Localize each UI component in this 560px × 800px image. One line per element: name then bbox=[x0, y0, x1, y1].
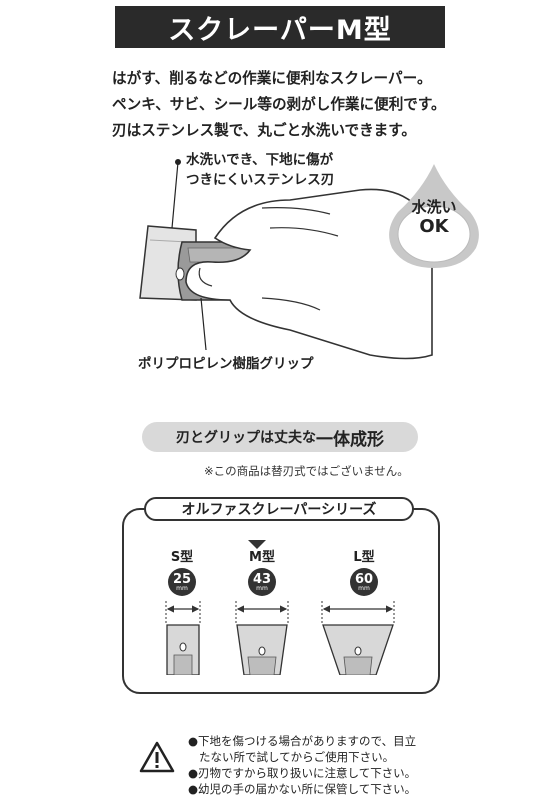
warning-item: たない所で試してからご使用下さい。 bbox=[199, 750, 395, 764]
size-badge: 43 mm bbox=[248, 568, 276, 596]
callout-text: 水洗いでき、下地に傷が bbox=[186, 152, 334, 168]
page-title: スクレーパーM型 bbox=[115, 6, 445, 48]
hand-shape bbox=[185, 188, 433, 360]
scraper-in-hand-illustration bbox=[139, 159, 433, 360]
model-blade-comparison bbox=[165, 601, 395, 675]
warning-list: ●下地を傷つける場合がありますので、目立 たない所で試してからご使用下さい。 ●… bbox=[188, 733, 548, 797]
intro-line: はがす、削るなどの作業に便利なスクレーパー。 bbox=[112, 70, 432, 87]
callout-line bbox=[200, 297, 207, 351]
series-title: オルファスクレーパーシリーズ bbox=[144, 497, 414, 521]
size-badge: 25 mm bbox=[168, 568, 196, 596]
integral-molding-banner: 刃とグリップは丈夫な一体成形 bbox=[142, 422, 418, 452]
badge-text: 水洗い bbox=[411, 198, 457, 216]
model-name: S型 bbox=[170, 550, 194, 565]
badge-text: OK bbox=[419, 216, 449, 237]
intro-line: 刃はステンレス製で、丸ごと水洗いできます。 bbox=[112, 122, 416, 139]
warning-item: ●下地を傷つける場合がありますので、目立 bbox=[188, 734, 417, 748]
finger-line bbox=[261, 207, 331, 215]
model-name: M型 bbox=[249, 550, 275, 565]
model-m: M型 43 mm bbox=[237, 550, 287, 596]
intro-line: ペンキ、サビ、シール等の剥がし作業に便利です。 bbox=[112, 96, 446, 113]
product-illustration: 水洗いでき、下地に傷が つきにくいステンレス刃 ポリプロピレン樹脂グリップ bbox=[0, 150, 560, 400]
warning-item: ●刃物ですから取り扱いに注意して下さい。 bbox=[188, 766, 417, 780]
grip-callout: ポリプロピレン樹脂グリップ bbox=[138, 356, 314, 372]
size-badge: 60 mm bbox=[350, 568, 378, 596]
water-drop-badge-icon bbox=[389, 164, 479, 268]
selected-marker-icon bbox=[248, 540, 266, 549]
water-washable-badge: 水洗い OK bbox=[392, 198, 476, 238]
warning-icon bbox=[139, 741, 175, 773]
banner-emphasis: 一体成形 bbox=[316, 429, 384, 450]
model-l: L型 60 mm bbox=[334, 550, 394, 596]
model-name: L型 bbox=[353, 550, 375, 565]
callout-text: つきにくいステンレス刃 bbox=[186, 172, 335, 188]
intro-text: はがす、削るなどの作業に便利なスクレーパー。 ペンキ、サビ、シール等の剥がし作業… bbox=[112, 66, 552, 144]
replacement-blade-note: ※この商品は替刃式ではございません。 bbox=[204, 464, 409, 478]
callout-line bbox=[171, 161, 179, 229]
banner-text: 刃とグリップは丈夫な bbox=[176, 430, 316, 446]
thumb-line bbox=[198, 267, 213, 287]
blade-callout: 水洗いでき、下地に傷が つきにくいステンレス刃 bbox=[186, 150, 334, 190]
finger-line bbox=[261, 297, 321, 311]
warning-item: ●幼児の手の届かない所に保管して下さい。 bbox=[188, 782, 417, 796]
finger-line bbox=[269, 227, 339, 237]
model-s: S型 25 mm bbox=[162, 550, 202, 596]
grip-hole bbox=[175, 267, 185, 281]
